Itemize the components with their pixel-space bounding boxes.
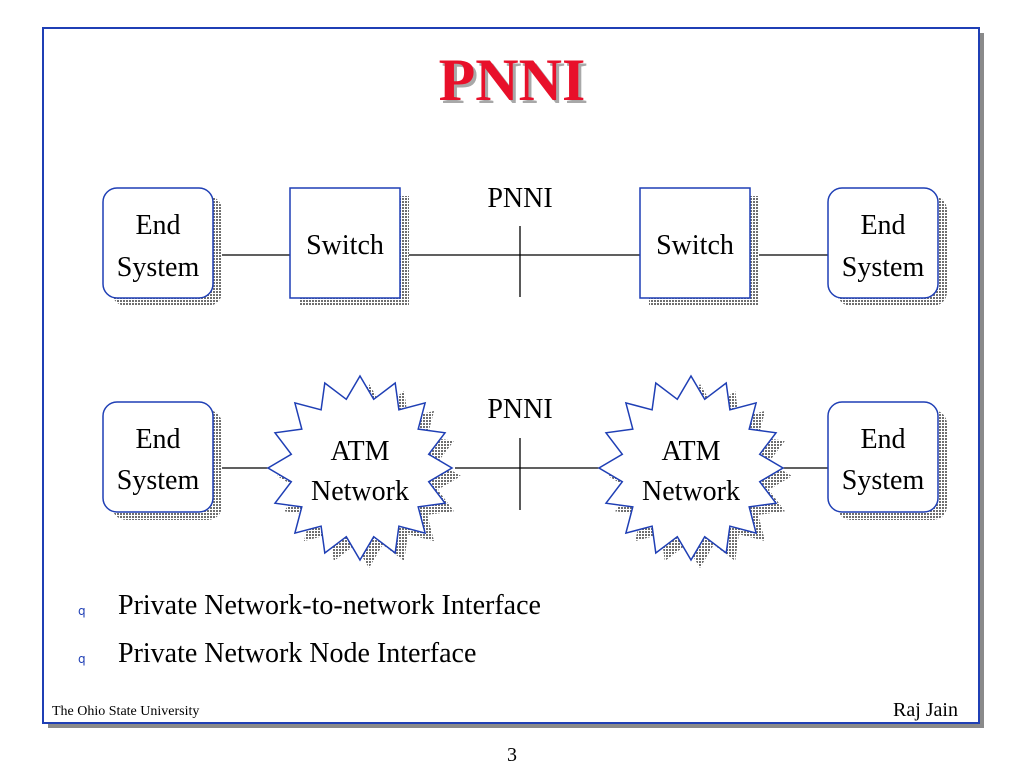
bullet-marker-icon: q [78, 652, 86, 666]
end-system-left-2: End System [102, 401, 222, 520]
atm-network-label: Network [642, 476, 740, 507]
end-system-right-1: End System [827, 187, 947, 306]
atm-network-label: ATM [330, 436, 389, 467]
bullet-item: q Private Network Node Interface [78, 630, 541, 678]
slide-title: PNNI [438, 47, 586, 113]
atm-network-right: ATM Network [597, 374, 792, 568]
bullet-text: Private Network Node Interface [118, 638, 477, 669]
bullet-list: q Private Network-to-network Interface q… [78, 582, 541, 678]
switch-label: Switch [656, 230, 734, 261]
end-system-label: System [842, 252, 925, 283]
end-system-label: End [860, 210, 905, 241]
bullet-text: Private Network-to-network Interface [118, 590, 541, 621]
atm-network-label: Network [311, 476, 409, 507]
slide-frame [42, 27, 980, 724]
end-system-label: System [842, 465, 925, 496]
pnni-label-2: PNNI [487, 394, 552, 425]
bullet-marker-icon: q [78, 604, 86, 618]
atm-network-label: ATM [661, 436, 720, 467]
pnni-label-1: PNNI [487, 183, 552, 214]
atm-network-left: ATM Network [266, 374, 461, 568]
end-system-label: End [135, 210, 180, 241]
end-system-right-2: End System [827, 401, 947, 520]
end-system-label: End [135, 424, 180, 455]
end-system-label: System [117, 252, 200, 283]
switch-label: Switch [306, 230, 384, 261]
bullet-item: q Private Network-to-network Interface [78, 582, 541, 630]
end-system-left-1: End System [102, 187, 222, 306]
switch-left: Switch [289, 187, 409, 306]
end-system-label: End [860, 424, 905, 455]
footer-institution: The Ohio State University [52, 704, 200, 719]
switch-right: Switch [639, 187, 759, 306]
end-system-label: System [117, 465, 200, 496]
page-number: 3 [507, 744, 517, 766]
footer-author: Raj Jain [893, 699, 958, 721]
